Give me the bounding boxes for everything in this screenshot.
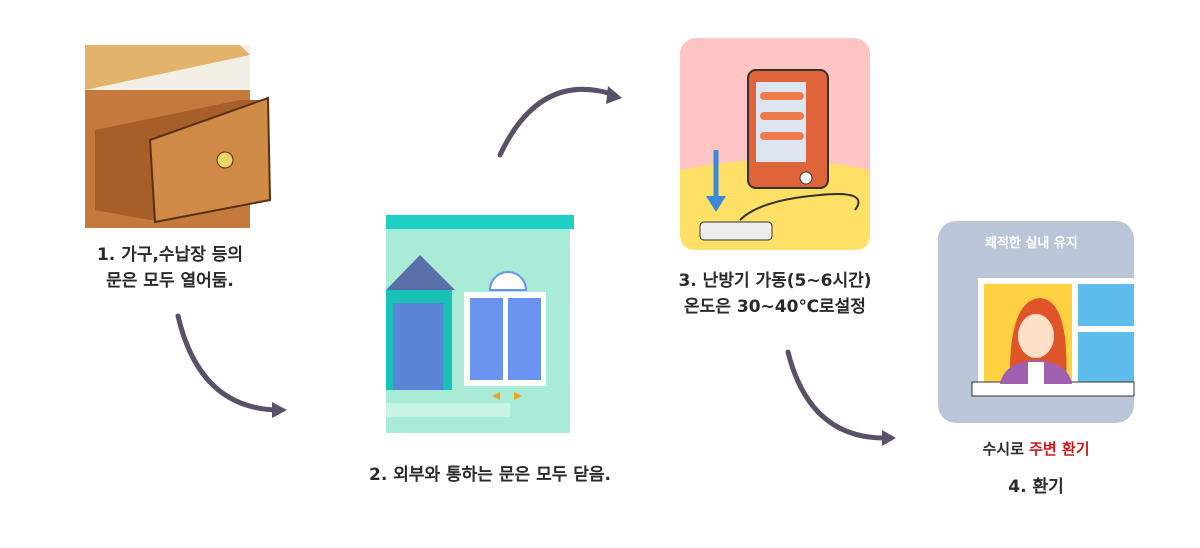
step-3-caption: 3. 난방기 가동(5~6시간) 온도은 30~40℃로설정: [640, 268, 910, 320]
step-1-line2: 문은 모두 열어둠.: [106, 271, 234, 291]
step-4-sub-plain: 수시로: [982, 440, 1030, 458]
arrow-head-2: [606, 86, 622, 104]
comfort-bubble: 쾌적한 실내 유지: [985, 236, 1078, 251]
house-illustration: [386, 215, 574, 433]
arrow-head-3: [882, 430, 896, 446]
arrow-head-1: [272, 402, 287, 418]
arrow-3-to-4: [785, 349, 891, 441]
step-1-caption: 1. 가구,수납장 등의 문은 모두 열어둠.: [60, 242, 280, 294]
step-4-caption: 4. 환기: [1008, 477, 1064, 497]
step-4-subcaption: 수시로 주변 환기: [938, 436, 1134, 462]
step-2-caption: 2. 외부와 통하는 문은 모두 닫음.: [368, 465, 612, 485]
step-3-line1: 3. 난방기 가동(5~6시간): [678, 271, 872, 291]
step-1-line1: 1. 가구,수납장 등의: [96, 245, 244, 265]
heater-illustration: [680, 38, 870, 250]
arrow-1-to-2: [175, 313, 283, 413]
step-3-line2: 온도은 30~40℃로설정: [684, 297, 866, 317]
drawer-illustration: [85, 45, 272, 228]
ventilation-illustration: [938, 221, 1135, 423]
arrow-2-to-3: [497, 86, 618, 158]
step-4-sub-highlight: 주변 환기: [1029, 440, 1090, 458]
